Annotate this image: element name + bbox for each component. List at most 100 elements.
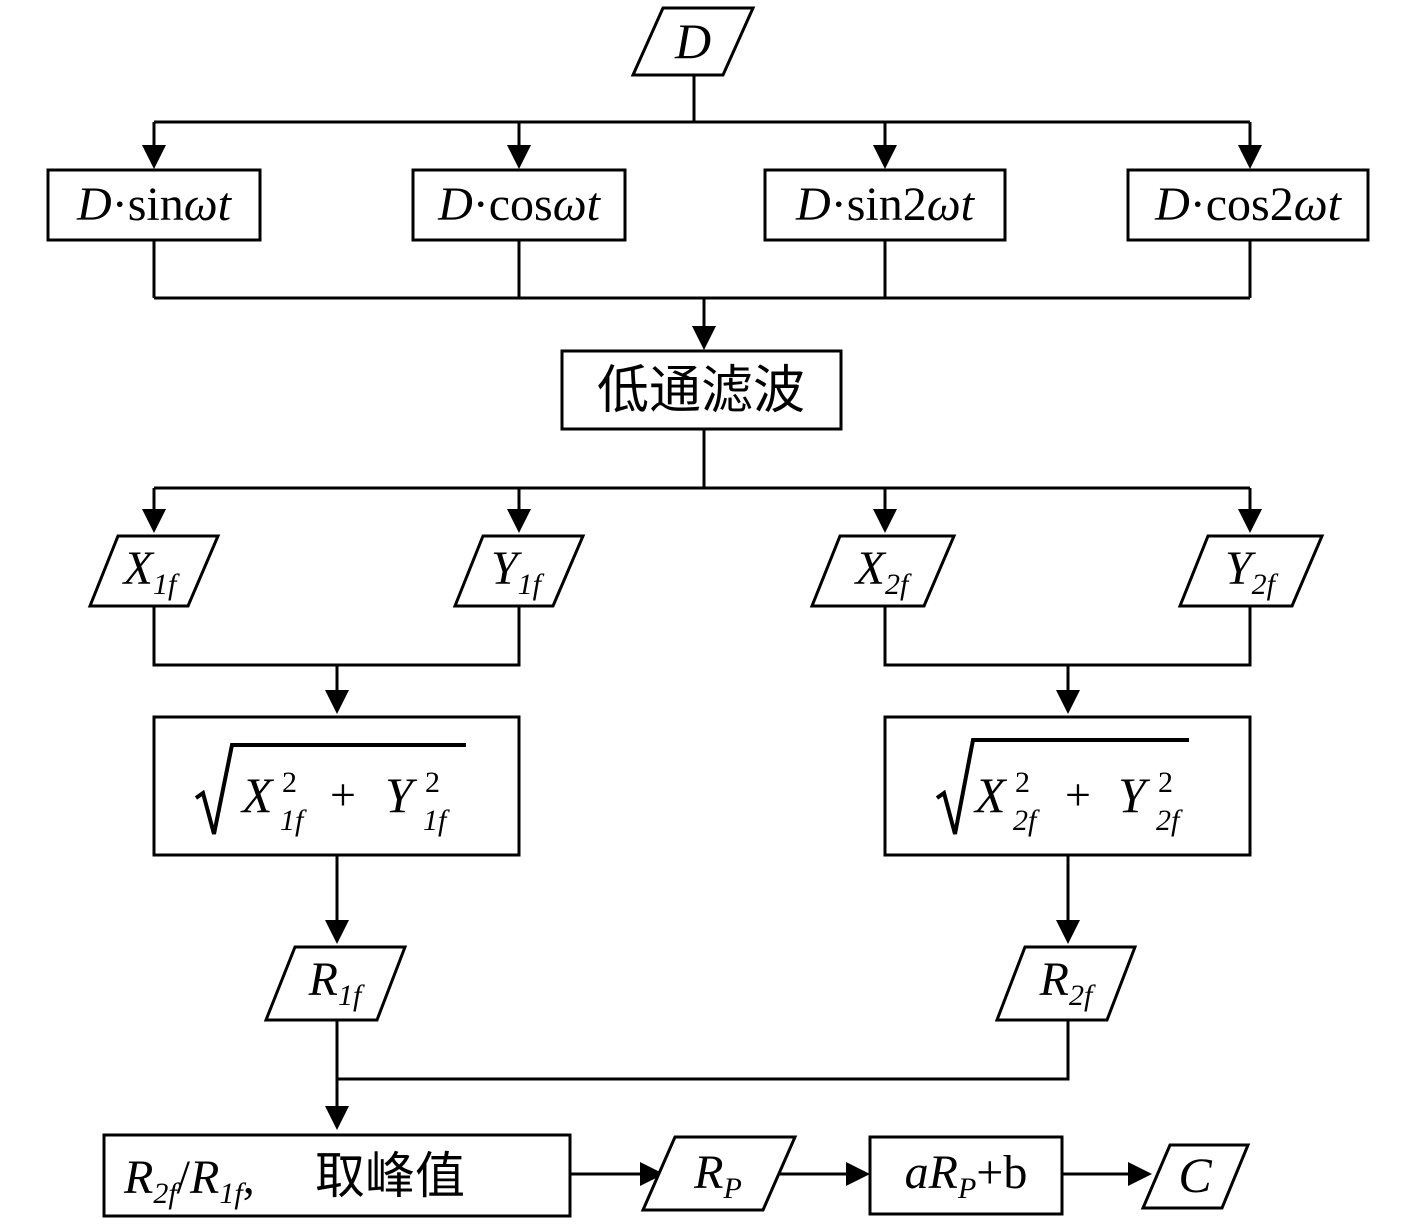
- ratio-den-sub: 1f: [219, 1177, 246, 1210]
- sqrt-sign-2f: [935, 738, 1189, 835]
- component-X2f: X2f: [809, 534, 957, 608]
- mod2-func: ·cos: [473, 178, 553, 231]
- mod4-D: D: [1154, 178, 1190, 231]
- component-X1f: X1f: [87, 534, 221, 608]
- mag2-Y-sup: 2: [1158, 766, 1173, 799]
- arrow-to-sin2: [873, 145, 897, 169]
- ratio-slash: /: [177, 1151, 191, 1204]
- mag1-plus: +: [330, 769, 356, 820]
- input-D-node: D: [630, 6, 756, 77]
- svg-text:R2f/R1f,: R2f/R1f,: [123, 1151, 255, 1210]
- ratio-num-sub: 2f: [153, 1177, 180, 1210]
- arrow-to-mag2: [1056, 690, 1080, 714]
- mag2-plus: +: [1065, 769, 1091, 820]
- arrow-to-C: [1128, 1162, 1152, 1186]
- svg-text:D·sin2ωt: D·sin2ωt: [795, 178, 976, 231]
- mod3-func: ·sin2: [831, 178, 927, 231]
- R2f-node: R2f: [994, 945, 1138, 1022]
- R1f-sub: 1f: [338, 979, 365, 1012]
- calib-R: R: [928, 1146, 958, 1199]
- R1f-node: R1f: [263, 945, 408, 1022]
- mag2-Y: Y: [1118, 767, 1151, 823]
- mag1-Y: Y: [385, 767, 418, 823]
- mod4-func: ·cos2: [1190, 178, 1294, 231]
- modulator-sin-2wt: D·sin2ωt: [763, 168, 1007, 242]
- RP-base: R: [693, 1146, 723, 1199]
- ratio-peak-node: R2f/R1f, 取峰值: [102, 1133, 572, 1218]
- arrow-to-mag1: [325, 690, 349, 714]
- arrow-to-cos2: [1238, 145, 1262, 169]
- calib-a: a: [905, 1146, 929, 1199]
- X1f-sub: 1f: [153, 568, 180, 601]
- arrow-to-X2f: [873, 509, 897, 533]
- svg-text:R1f: R1f: [308, 953, 365, 1012]
- mag1-X-sub: 1f: [280, 804, 307, 837]
- svg-text:RP: RP: [693, 1146, 742, 1205]
- Y1f-sub: 1f: [518, 568, 545, 601]
- ratio-peak-text: 取峰值: [315, 1147, 465, 1205]
- R2f-base: R: [1039, 953, 1069, 1006]
- magnitude-1f-node: X 2 1f + Y 2 1f: [152, 715, 521, 857]
- R1f-base: R: [308, 953, 338, 1006]
- output-C-label: C: [1178, 1147, 1212, 1203]
- mod4-wt: ωt: [1294, 178, 1343, 231]
- component-Y2f: Y2f: [1177, 534, 1325, 608]
- arrow-to-Y2f: [1238, 509, 1262, 533]
- mod2-wt: ωt: [553, 178, 602, 231]
- ratio-den: R: [189, 1151, 219, 1204]
- svg-text:Y1f: Y1f: [491, 542, 545, 601]
- arrow-to-R2f: [1056, 920, 1080, 944]
- calib-rest: +b: [976, 1146, 1027, 1199]
- RP-sub: P: [723, 1172, 742, 1205]
- magnitude-2f-node: X 2 2f + Y 2 2f: [883, 715, 1252, 857]
- mod3-wt: ωt: [927, 178, 976, 231]
- mag1-X-sup: 2: [282, 766, 297, 799]
- arrow-to-R1f: [325, 920, 349, 944]
- arrow-to-calib: [846, 1162, 870, 1186]
- svg-text:X1f: X1f: [122, 542, 180, 601]
- Y2f-base: Y: [1225, 542, 1256, 595]
- arrow-to-RP: [640, 1162, 664, 1186]
- calibration-node: aRP+b: [868, 1135, 1064, 1216]
- RP-node: RP: [640, 1135, 798, 1212]
- svg-text:R2f: R2f: [1039, 953, 1096, 1012]
- svg-text:Y2f: Y2f: [1225, 542, 1279, 601]
- ratio-num: R: [123, 1151, 153, 1204]
- arrow-to-ratio: [325, 1106, 349, 1130]
- mod1-func: ·sin: [112, 178, 184, 231]
- arrow-to-X1f: [142, 509, 166, 533]
- X1f-base: X: [122, 542, 155, 595]
- connectors: [152, 76, 1252, 1176]
- modulator-cos-wt: D·cosωt: [411, 168, 627, 242]
- mod1-wt: ωt: [184, 178, 233, 231]
- mag1-Y-sup: 2: [425, 766, 440, 799]
- svg-text:D·cos2ωt: D·cos2ωt: [1154, 178, 1343, 231]
- mod3-D: D: [795, 178, 831, 231]
- X2f-base: X: [854, 542, 887, 595]
- output-C-node: C: [1140, 1143, 1251, 1210]
- svg-text:D·sinωt: D·sinωt: [76, 178, 233, 231]
- modulator-cos-2wt: D·cos2ωt: [1126, 168, 1370, 242]
- modulator-sin-wt: D·sinωt: [46, 168, 262, 242]
- svg-text:D·cosωt: D·cosωt: [437, 178, 602, 231]
- mag2-X-sub: 2f: [1013, 804, 1040, 837]
- mod1-D: D: [76, 178, 112, 231]
- Y2f-sub: 2f: [1252, 568, 1279, 601]
- arrowheads: [142, 145, 1262, 1186]
- arrow-to-Y1f: [507, 509, 531, 533]
- mag2-X: X: [973, 767, 1008, 823]
- arrow-to-cos1: [507, 145, 531, 169]
- input-D-label: D: [674, 13, 711, 69]
- svg-text:aRP+b: aRP+b: [905, 1146, 1028, 1205]
- R2f-sub: 2f: [1069, 979, 1096, 1012]
- lowpass-filter-node: 低通滤波: [560, 349, 843, 431]
- mag1-Y-sub: 1f: [423, 804, 450, 837]
- ratio-comma: ,: [243, 1151, 255, 1204]
- arrow-to-sin1: [142, 145, 166, 169]
- arrow-to-filter: [692, 326, 716, 350]
- svg-text:X2f: X2f: [854, 542, 912, 601]
- lowpass-filter-label: 低通滤波: [597, 361, 805, 421]
- mag2-X-sup: 2: [1015, 766, 1030, 799]
- mag1-X: X: [240, 767, 275, 823]
